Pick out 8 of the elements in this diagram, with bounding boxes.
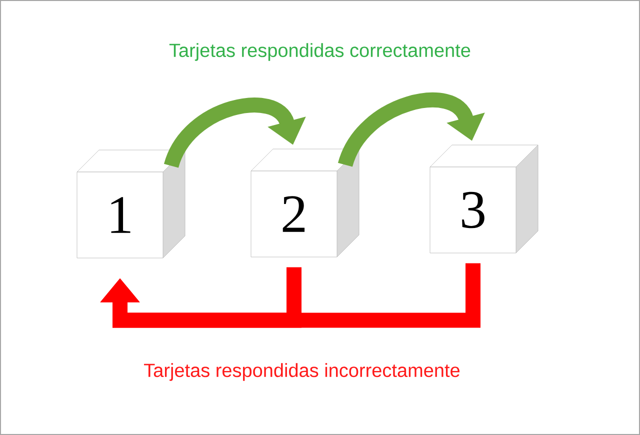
arrow: [100, 263, 480, 328]
caption-text: Tarjetas respondidas incorrectamente: [144, 363, 460, 381]
cube: 1: [76, 150, 186, 258]
cube: 3: [430, 144, 538, 254]
cube: 2: [250, 148, 360, 258]
arrow: [164, 98, 306, 168]
arrow: [338, 92, 485, 168]
caption-text: Tarjetas respondidas correctamente: [169, 43, 470, 61]
